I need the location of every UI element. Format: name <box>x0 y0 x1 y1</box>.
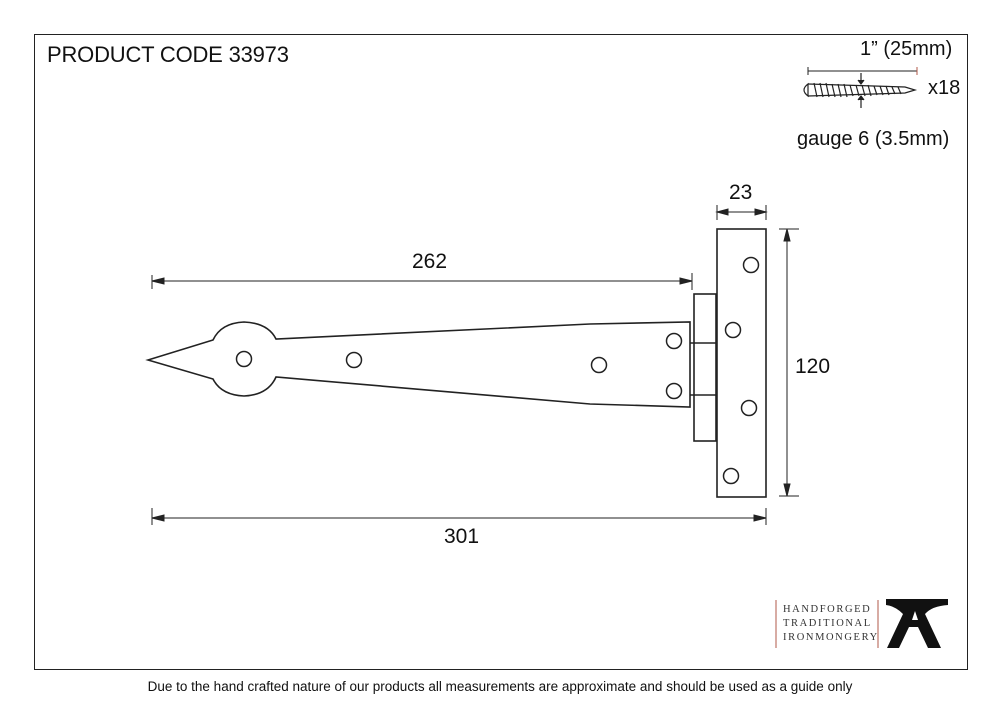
screw-icon <box>803 67 918 108</box>
footer-disclaimer: Due to the hand crafted nature of our pr… <box>147 679 853 694</box>
screw-quantity-label: x18 <box>928 77 961 99</box>
product-code: PRODUCT CODE 33973 <box>47 42 289 67</box>
screw-length-label: 1” (25mm) <box>860 38 953 60</box>
hinge-strap <box>145 321 691 408</box>
brand-line-ironmongery: IRONMONGERY <box>783 632 879 643</box>
dimension-plate-width: 23 <box>729 181 753 204</box>
screw-holes <box>235 256 760 485</box>
hinge-plate <box>716 228 767 498</box>
dimension-overall-length: 301 <box>444 525 480 548</box>
hinge-knuckle <box>690 293 717 442</box>
screw-gauge-label: gauge 6 (3.5mm) <box>797 128 950 150</box>
drawing-frame <box>34 34 968 670</box>
dimension-plate-height: 120 <box>795 355 831 378</box>
dimension-strap-length: 262 <box>412 250 448 273</box>
brand-text: HANDFORGED TRADITIONAL IRONMONGERY <box>783 603 879 645</box>
brand-line-traditional: TRADITIONAL <box>783 618 872 629</box>
dimension-lines <box>151 205 799 525</box>
anvil-icon <box>886 599 948 648</box>
brand-line-handforged: HANDFORGED <box>783 604 872 615</box>
